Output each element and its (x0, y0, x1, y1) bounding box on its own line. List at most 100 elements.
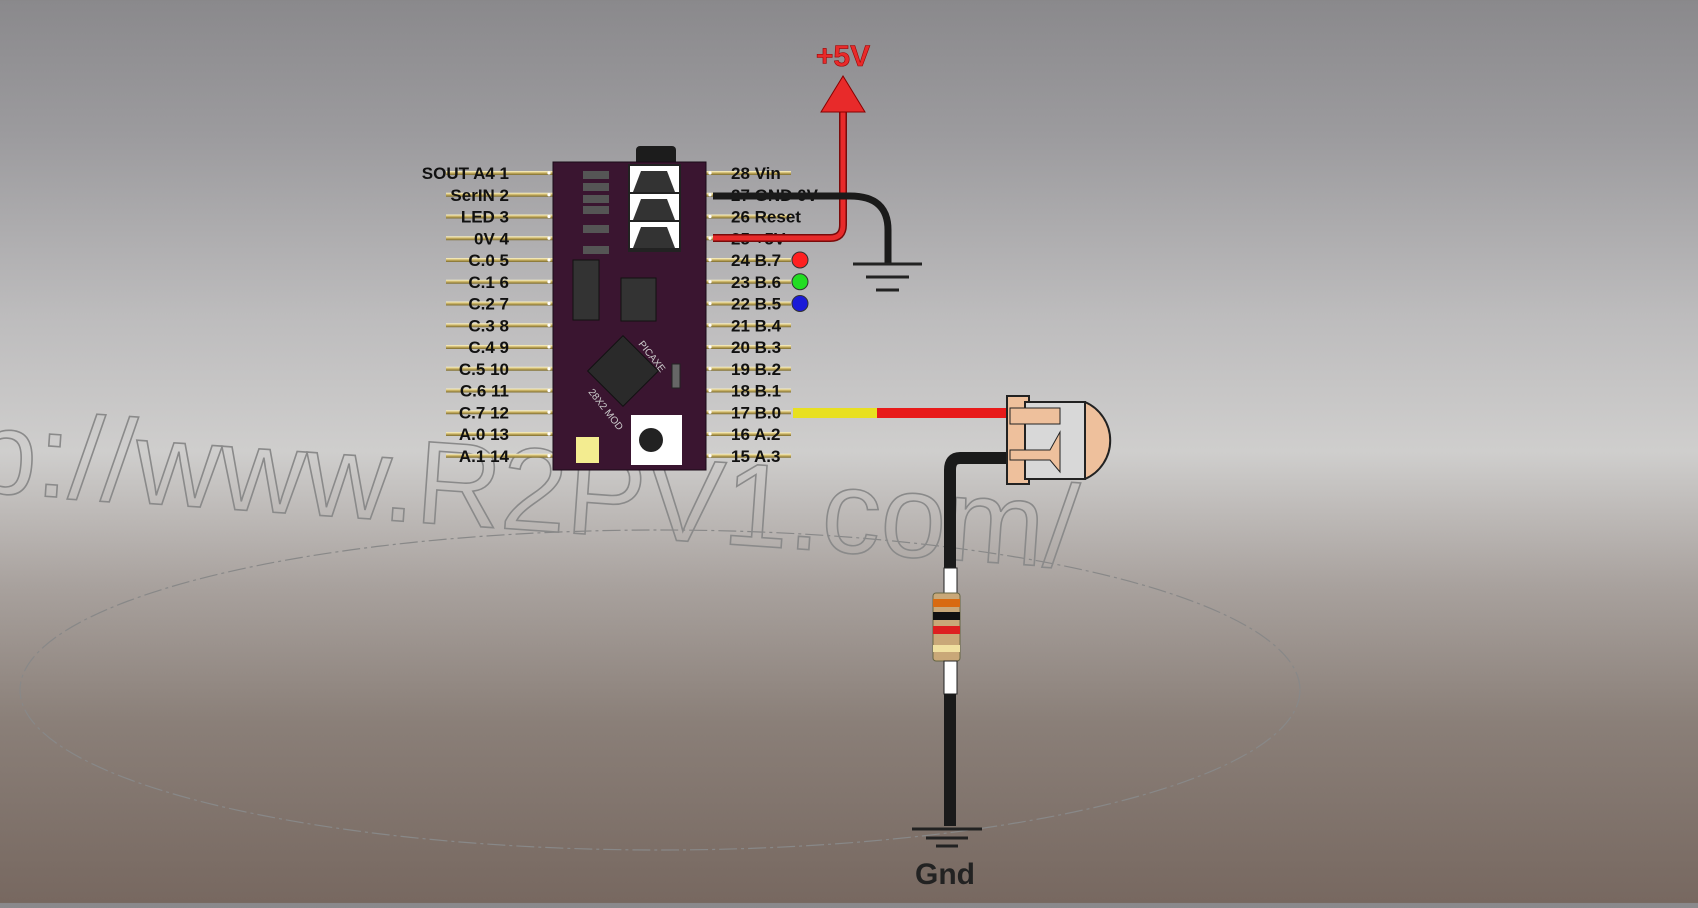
right-pin-label: 16 A.2 (731, 425, 780, 444)
led-cathode-wire (944, 452, 1010, 568)
right-pin-label: 20 B.3 (731, 338, 781, 357)
pin-hole (708, 258, 712, 262)
pin-hole (708, 367, 712, 371)
left-pin (446, 410, 553, 415)
ground-bottom-symbol-icon (912, 827, 982, 848)
right-pin (706, 366, 791, 371)
power-led (576, 437, 599, 463)
left-pin-label: SOUT A4 1 (422, 164, 509, 183)
ir-sensor (1006, 395, 1112, 485)
right-pin-label: 21 B.4 (731, 316, 782, 335)
microcontroller-chip (586, 334, 660, 408)
pin-hole (708, 432, 712, 436)
left-pin (446, 345, 553, 349)
right-pin-label: 17 B.0 (731, 403, 781, 422)
left-pin (446, 323, 553, 328)
pin-hole (547, 432, 551, 436)
pin-hole (708, 454, 712, 458)
pin-hole (708, 323, 712, 327)
right-pin (706, 323, 791, 328)
right-pin (706, 214, 791, 219)
switch-blocks (628, 164, 681, 252)
right-pin-label: 28 Vin (731, 164, 781, 183)
pin-hole (708, 301, 712, 306)
left-pin (446, 258, 553, 262)
left-pin-label: C.0 5 (468, 251, 509, 270)
left-pin (446, 453, 553, 458)
left-pin-label: C.3 8 (468, 316, 509, 335)
right-pin (706, 258, 791, 262)
left-pin-label: C.2 7 (468, 295, 509, 314)
right-pin (706, 279, 791, 284)
left-pin (446, 279, 553, 284)
pin-hole (547, 301, 551, 306)
right-pin (706, 345, 791, 349)
right-pin (706, 410, 791, 415)
right-pin-label: 26 Reset (731, 208, 801, 227)
pin-hole (547, 171, 551, 175)
pin-hole (547, 367, 551, 371)
right-pin (706, 171, 791, 175)
left-pin (446, 388, 553, 393)
indicator-led-b5 (791, 295, 809, 312)
left-pin (446, 214, 553, 219)
pin-hole (547, 193, 551, 197)
resistor (932, 592, 961, 662)
left-pin-label: C.1 6 (468, 273, 509, 292)
right-pin (706, 453, 791, 458)
dashed-ellipse (19, 529, 1301, 851)
pin-hole (547, 454, 551, 458)
pin-hole (708, 214, 712, 219)
pin-hole (547, 258, 551, 262)
right-pin-label: 15 A.3 (731, 447, 780, 466)
left-pin (446, 366, 553, 371)
power-arrow-icon (820, 75, 866, 113)
left-pin-label: C.6 11 (460, 382, 509, 401)
left-pin (446, 171, 553, 175)
right-pin (706, 388, 791, 393)
pin-hole (547, 214, 551, 219)
ground-symbol-icon (853, 262, 922, 292)
ground-wire-top (713, 192, 892, 263)
indicator-led-b6 (791, 273, 809, 291)
left-pin (446, 236, 553, 241)
pin-hole (547, 280, 551, 284)
pin-hole (708, 171, 712, 175)
pin-hole (708, 280, 712, 284)
pin-hole (708, 345, 712, 349)
power-wire (713, 112, 846, 241)
right-pin (706, 301, 791, 306)
usb-jack (636, 146, 676, 166)
left-pin (446, 432, 553, 436)
ground-label: Gnd (915, 858, 975, 891)
right-pin-label: 22 B.5 (731, 295, 781, 314)
left-pin-label: C.7 12 (459, 403, 509, 422)
pin-hole (547, 410, 551, 414)
right-pin-label: 18 B.1 (731, 382, 781, 401)
left-pin-label: A.1 14 (459, 447, 510, 466)
pin-hole (547, 345, 551, 349)
right-pin-label: 19 B.2 (731, 360, 781, 379)
left-pin-label: LED 3 (461, 208, 509, 227)
pin-hole (547, 388, 551, 393)
pin-hole (547, 323, 551, 327)
pin-hole (708, 410, 712, 414)
left-pin (446, 301, 553, 306)
left-pin-label: C.4 9 (468, 338, 509, 357)
left-pin-label: 0V 4 (474, 229, 510, 248)
left-pin-label: C.5 10 (459, 360, 509, 379)
left-pin (446, 192, 553, 197)
left-pin-label: SerIN 2 (450, 186, 509, 205)
right-pin (706, 432, 791, 436)
picaxe-module: PICAXE 28X2 MOD (552, 146, 707, 471)
pin-hole (547, 236, 551, 240)
right-pin-label: 24 B.7 (731, 251, 781, 270)
right-pin-label: 23 B.6 (731, 273, 781, 292)
pin-hole (708, 388, 712, 393)
power-label: +5V (816, 40, 870, 73)
left-pin-label: A.0 13 (459, 425, 509, 444)
pin-hole (708, 193, 712, 197)
indicator-led-b7 (791, 251, 809, 269)
